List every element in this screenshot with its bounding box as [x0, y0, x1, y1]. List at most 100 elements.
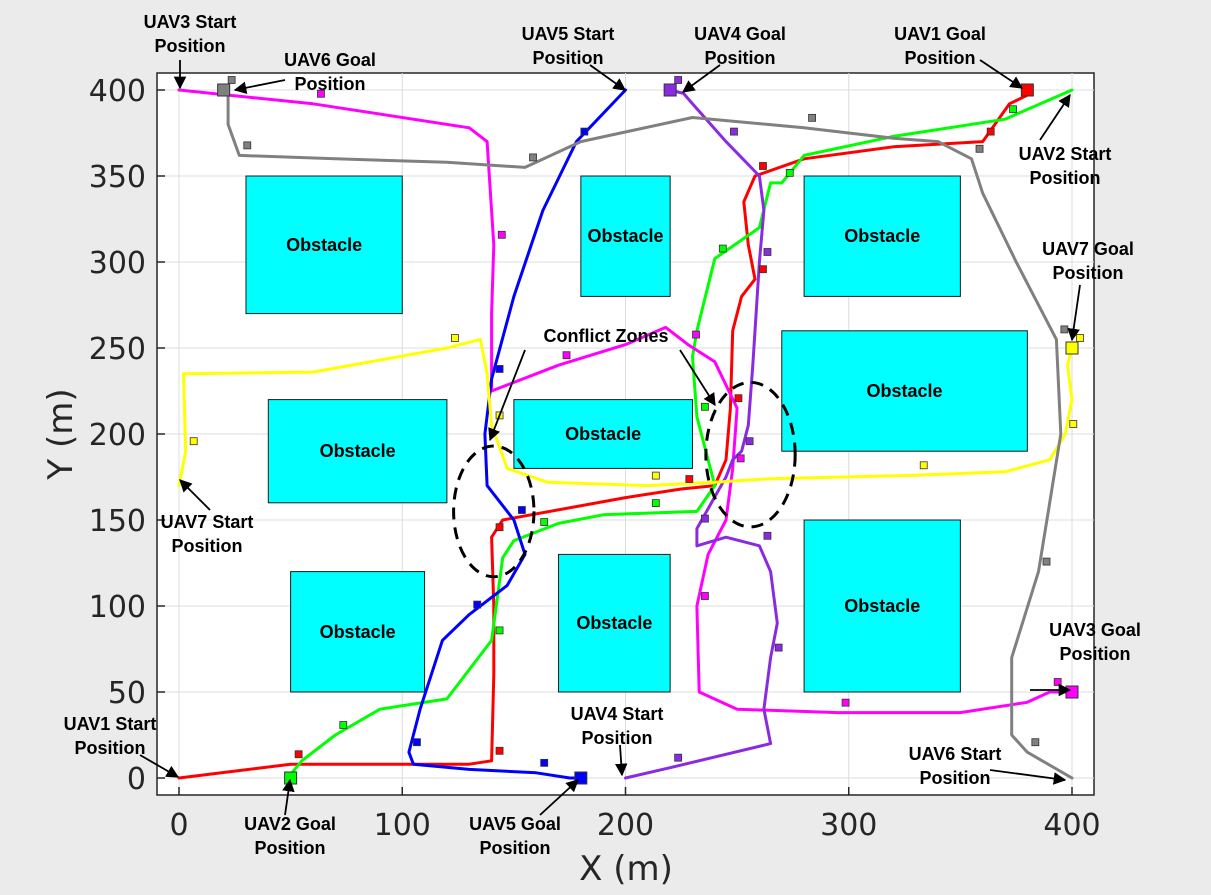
waypoint-marker: [674, 753, 683, 762]
obstacle-label: Obstacle: [867, 381, 943, 401]
obstacle-label: Obstacle: [320, 441, 396, 461]
obstacle-box: [580, 175, 671, 297]
waypoint-marker: [701, 402, 709, 411]
waypoint-marker: [517, 506, 526, 514]
obstacle-box: [267, 399, 448, 504]
waypoint-marker: [736, 454, 745, 463]
waypoint-marker: [495, 626, 504, 635]
waypoint-marker: [701, 514, 709, 523]
y-tick-label: 100: [89, 590, 146, 625]
annotation-arrow: [539, 779, 579, 816]
waypoint-marker: [1009, 105, 1017, 114]
goal-marker: [217, 83, 231, 97]
y-tick-label: 300: [89, 246, 146, 281]
waypoint-marker: [734, 394, 743, 403]
waypoint-marker: [227, 76, 236, 84]
obstacle-label: Obstacle: [844, 226, 920, 246]
waypoint-marker: [808, 113, 816, 122]
y-tick-label: 400: [89, 74, 146, 109]
waypoint-marker: [718, 244, 727, 253]
x-tick-label: 400: [1043, 808, 1100, 843]
goal-marker: [1065, 341, 1079, 355]
annotation-arrow: [979, 59, 1024, 89]
annotation-arrow: [488, 349, 526, 442]
annotation-arrow: [679, 349, 716, 407]
conflict-zones: [452, 380, 797, 579]
obstacle-label: Obstacle: [565, 424, 641, 444]
waypoint-marker: [774, 643, 783, 652]
goal-marker: [284, 771, 298, 785]
annotation-arrow: [681, 64, 721, 93]
waypoint-marker: [651, 471, 660, 480]
waypoint-marker: [495, 523, 504, 532]
goal-marker: [1020, 83, 1034, 97]
y-tick-label: 150: [89, 504, 146, 539]
waypoint-marker: [685, 475, 694, 483]
annotation-arrow: [139, 754, 180, 778]
x-tick-label: 300: [820, 808, 877, 843]
conflict-zones-label: Conflict Zones: [544, 326, 669, 346]
annotation-arrow: [233, 79, 286, 94]
waypoint-marker: [1031, 738, 1040, 747]
waypoint-marker: [919, 461, 928, 470]
obstacle-box: [558, 553, 671, 693]
waypoint-marker: [495, 746, 504, 755]
waypoint-marker: [317, 89, 325, 98]
obstacle-label: Obstacle: [286, 235, 362, 255]
y-tick-label: 350: [89, 160, 146, 195]
uav-path: [222, 88, 1074, 780]
annotation-arrow: [282, 778, 295, 816]
waypoint-marker: [294, 750, 303, 759]
waypoint-marker: [473, 600, 482, 609]
waypoint-marker: [1060, 325, 1069, 334]
uav-path: [177, 337, 1074, 488]
y-tick-label: 50: [108, 676, 146, 711]
waypoint-marker: [730, 127, 738, 136]
waypoint-marker: [497, 230, 506, 239]
waypoint-marker: [189, 437, 198, 446]
conflict-zone-ellipse: [452, 444, 536, 579]
y-tick-label: 250: [89, 332, 146, 367]
waypoint-marker: [562, 351, 571, 360]
waypoint-marker: [450, 334, 459, 342]
annotation-arrow: [1067, 284, 1081, 342]
uav-path: [177, 88, 1074, 715]
uav-path: [407, 88, 627, 780]
waypoint-marker: [785, 168, 794, 177]
uav-paths: [177, 88, 1074, 780]
uav-path: [289, 88, 1074, 777]
waypoint-marker: [701, 592, 709, 600]
obstacle-box: [290, 571, 426, 693]
waypoint-marker: [986, 127, 995, 136]
goal-marker: [1065, 685, 1079, 699]
obstacle-box: [803, 175, 961, 297]
waypoint-marker: [763, 248, 772, 256]
y-tick-label: 200: [89, 418, 146, 453]
waypoint-marker: [975, 144, 984, 153]
obstacle-box: [781, 330, 1028, 452]
waypoint-marker: [1069, 420, 1078, 428]
annotation-arrow: [989, 769, 1067, 785]
waypoint-marker: [339, 721, 348, 729]
obstacle-label: Obstacle: [320, 622, 396, 642]
uav-path: [624, 88, 779, 780]
x-axis-label: X (m): [579, 849, 673, 889]
waypoint-marker: [692, 330, 700, 339]
annotation-arrow: [614, 744, 628, 777]
y-axis-label: Y (m): [41, 388, 81, 480]
